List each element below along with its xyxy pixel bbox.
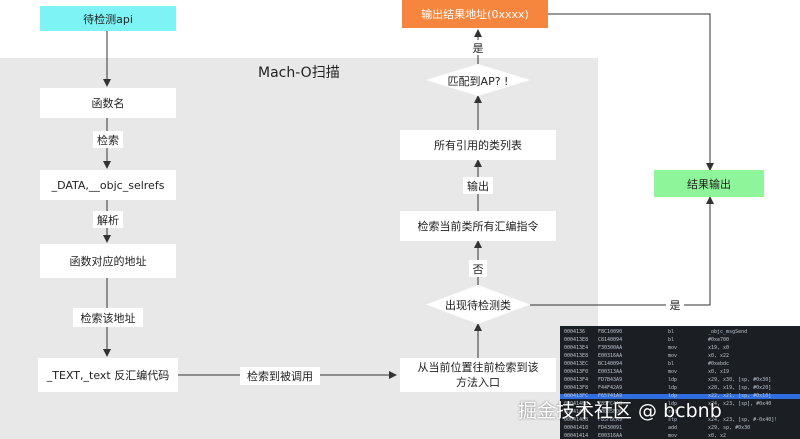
label-search-called: 检索到被调用 [240,367,320,385]
node-output-addr: 输出结果地址(0xxxx) [402,0,548,28]
code-addr: 000413EC [564,361,589,367]
code-addr: 000413F4 [564,377,589,383]
node-match: 匹配到AP? ! [447,74,509,88]
disassembly-snippet: 0004136 F8C10090 bl _objc_msgSend 000413E8 C8… [560,326,800,439]
node-search-asm: 检索当前类所有汇编指令 [400,211,556,241]
code-addr: 000413E8 [564,353,589,359]
code-row: 000413F4 FD7B43A9 ldp x29, x30, [sp, #0x30] [560,376,800,385]
watermark: 掘金技术社区 @ bcbnb [518,400,722,422]
code-addr: 00041410 [564,425,589,431]
node-func-name: 函数名 [40,88,176,118]
code-args: #0xe700 [708,337,730,343]
code-op: bl [668,361,675,367]
code-hex: C0035FD6 [598,409,623,415]
node-api: 待检测api [40,6,176,31]
code-args: _objc_msgSend [708,329,748,335]
code-op: mov [668,353,678,359]
code-op: ldp [668,385,678,391]
code-op: stp [668,417,678,423]
node-text-disasm: _TEXT,_text 反汇编代码 [38,358,178,392]
code-row: 00041414 E00316AA mov x0, x2 [560,432,800,439]
code-hex: F85FC4A8 [598,401,623,407]
edge-output-to-result [548,13,714,171]
code-addr: 000413F8 [564,385,589,391]
code-hex: E00316AA [598,433,623,439]
diamond-match [426,64,530,96]
label-output: 输出 [463,177,493,194]
code-row: 000413F0 E00313AA mov x0, x19 [560,368,800,377]
code-addr: 00041400 [564,401,589,407]
code-args: x19, x0 [708,345,730,351]
node-class-list: 所有引用的类列表 [400,130,556,160]
code-args: x24, x23, [sp, #-0x40]! [708,417,778,423]
code-addr: 000413E4 [564,345,589,351]
code-hex: FD430091 [598,425,623,431]
code-addr: 000413F0 [564,369,589,375]
code-row: 00041404 C0035FD6 ret [560,408,800,417]
code-row: 000413E8 C8140094 bl #0xe700 [560,336,800,345]
label-parse: 解析 [93,211,123,228]
code-args: x0, x2 [708,433,727,439]
code-row: 00041408 F85FBCA9 stp x24, x23, [sp, #-0x40… [560,416,800,425]
label-no: 否 [469,260,487,277]
code-args: x24, x23, [sp], #0x40 [708,401,772,407]
code-op: bl [668,329,675,335]
code-hex: F30300AA [598,345,623,351]
code-hex: FD7B43A9 [598,377,623,383]
node-selrefs: _DATA,__objc_selrefs [40,170,176,200]
code-row: 000413F8 F44F42A9 ldp x20, x19, [sp, #0x20] [560,384,800,393]
code-row: 00041400 F85FC4A8 ldp x24, x23, [sp], #0x40 [560,400,800,409]
code-hex: F44F42A9 [598,385,623,391]
code-args: x22, x21, [sp, #0x10] [708,393,772,399]
code-op: add [668,425,678,431]
code-addr: 0004136 [564,329,586,335]
code-op: mov [668,369,678,375]
code-addr: 000413FC [564,393,589,399]
code-hex: F65741A9 [598,393,623,399]
edge-appears-to-result [530,196,714,306]
label-yes-right: 是 [666,297,684,313]
label-search-addr: 检索该地址 [73,308,143,327]
code-addr: 000413E8 [564,337,589,343]
code-args: x0, x22 [708,353,730,359]
node-find-entry: 从当前位置往前检索到该方法入口 [400,358,556,392]
code-args: #0xebdc [708,361,730,367]
code-op: bl [668,337,675,343]
code-op: ret [668,409,678,415]
code-hex: E00313AA [598,369,623,375]
label-search: 检索 [93,131,123,148]
code-row: 000413FC F65741A9 ldp x22, x21, [sp, #0x10] [560,392,800,401]
code-addr: 00041414 [564,433,589,439]
node-appears: 出现待检测类 [445,298,511,312]
code-hex: F85FBCA9 [598,417,623,423]
code-row: 0004136 F8C10090 bl _objc_msgSend [560,328,800,337]
code-row: 00041410 FD430091 add x29, sp, #0x30 [560,424,800,433]
code-args: x29, sp, #0x30 [708,425,751,431]
code-row: 000413E4 F30300AA mov x19, x0 [560,344,800,353]
code-row: 000413EC BC140094 bl #0xebdc [560,360,800,369]
node-result-output: 结果输出 [654,170,764,197]
code-op: ldp [668,377,678,383]
selected-line-highlight [560,394,800,399]
diamond-appears [426,285,530,324]
code-hex: E00316AA [598,353,623,359]
code-hex: F8C10090 [598,329,623,335]
code-addr: 00041404 [564,409,589,415]
code-hex: C8140094 [598,337,623,343]
panel-title: Mach-O扫描 [258,65,340,81]
code-args: x0, x19 [708,369,730,375]
code-hex: BC140094 [598,361,623,367]
code-addr: 00041408 [564,417,589,423]
code-op: mov [668,345,678,351]
label-yes-top: 是 [469,40,487,55]
code-op: mov [668,433,678,439]
code-op: ldp [668,393,678,399]
code-row: 000413E8 E00316AA mov x0, x22 [560,352,800,361]
code-op: ldp [668,401,678,407]
node-func-addr: 函数对应的地址 [40,244,176,278]
code-args: x20, x19, [sp, #0x20] [708,385,772,391]
code-args: x29, x30, [sp, #0x30] [708,377,772,383]
